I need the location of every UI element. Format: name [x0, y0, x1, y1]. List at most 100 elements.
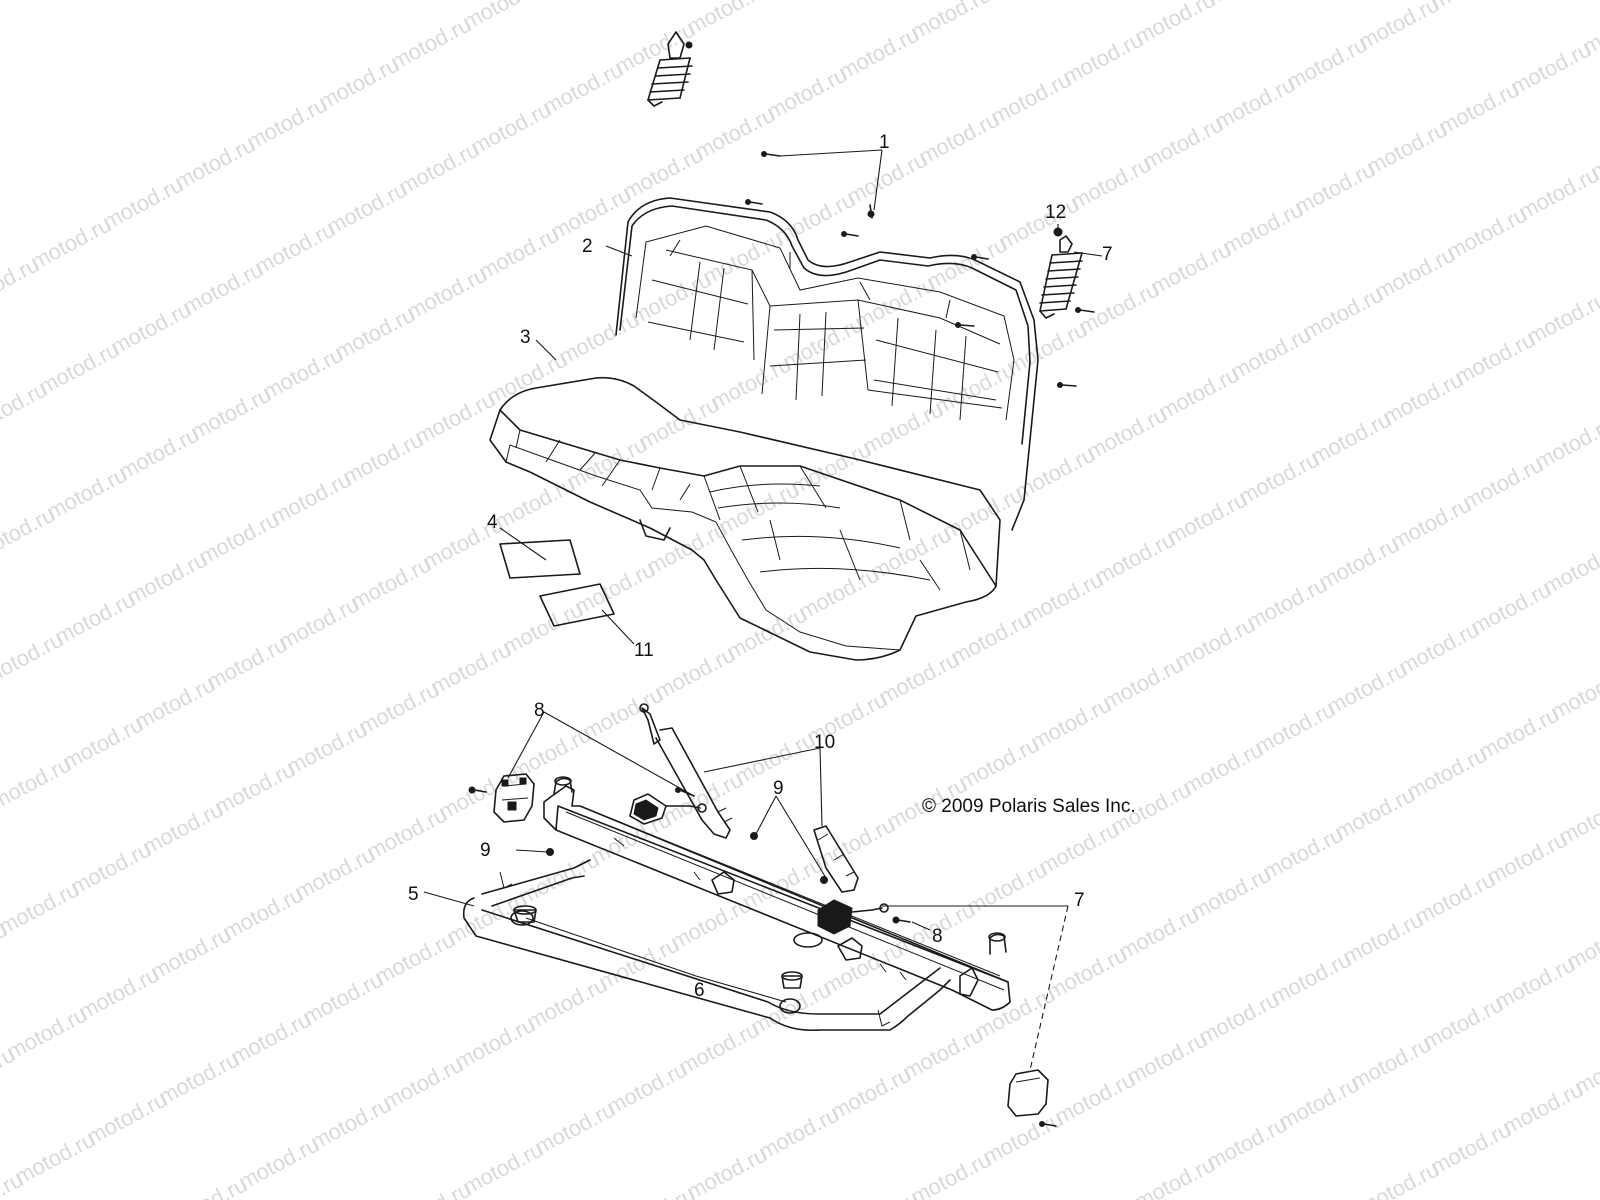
- watermark-text: motod.ru: [1355, 0, 1443, 54]
- watermark-text: motod.ru: [707, 352, 795, 415]
- watermark-text: motod.ru: [1395, 617, 1483, 680]
- watermark-text: motod.ru: [923, 232, 1011, 295]
- watermark-text: motod.ru: [1283, 32, 1371, 95]
- watermark-text: motod.ru: [235, 1132, 323, 1195]
- grommets: [513, 905, 803, 989]
- watermark-text: motod.ru: [771, 187, 859, 250]
- watermark-text: motod.ru: [827, 1062, 915, 1125]
- callout-2: 2: [582, 236, 593, 257]
- belt-buckle-left: [468, 773, 535, 823]
- watermark-text: motod.ru: [1331, 782, 1419, 845]
- watermark-text: motod.ru: [1163, 487, 1251, 550]
- watermark-text: motod.ru: [75, 962, 163, 1025]
- watermark-text: motod.ru: [1043, 942, 1131, 1005]
- watermark-text: motod.ru: [875, 647, 963, 710]
- watermark-text: motod.ru: [411, 387, 499, 450]
- watermark-text: motod.ru: [1523, 287, 1600, 350]
- watermark-text: motod.ru: [1251, 697, 1339, 760]
- watermark-text: motod.ru: [435, 762, 523, 825]
- callout-3: 3: [520, 327, 531, 348]
- callout-7-lower: 7: [1074, 890, 1085, 911]
- watermark-text: motod.ru: [1307, 407, 1395, 470]
- watermark-text: motod.ru: [347, 552, 435, 615]
- watermark-text: motod.ru: [203, 632, 291, 695]
- watermark-text: motod.ru: [1299, 282, 1387, 345]
- watermark-text: motod.ru: [635, 392, 723, 455]
- watermark-text: motod.ru: [555, 307, 643, 370]
- decal-11: [539, 583, 615, 627]
- watermark-text: motod.ru: [1243, 572, 1331, 635]
- watermark-text: motod.ru: [683, 0, 771, 39]
- callout-4: 4: [487, 512, 498, 533]
- watermark-text: motod.ru: [1099, 652, 1187, 715]
- watermark-text: motod.ru: [1003, 317, 1091, 380]
- watermark-text: motod.ru: [403, 262, 491, 325]
- callout-5: 5: [408, 884, 419, 905]
- watermark-text: motod.ru: [291, 842, 379, 905]
- watermark-text: motod.ru: [443, 887, 531, 950]
- watermark-text: motod.ru: [1443, 202, 1531, 265]
- watermark-text: motod.ru: [27, 212, 115, 275]
- watermark-text: motod.ru: [1091, 527, 1179, 590]
- watermark-text: motod.ru: [835, 22, 923, 85]
- watermark-text: motod.ru: [603, 1057, 691, 1120]
- watermark-text: motod.ru: [907, 0, 995, 44]
- watermark-text: motod.ru: [1363, 117, 1451, 180]
- watermark-text: motod.ru: [323, 177, 411, 240]
- watermark-text: motod.ru: [1115, 902, 1203, 965]
- watermark-text: motod.ru: [1203, 1112, 1291, 1175]
- watermark-text: motod.ru: [1083, 402, 1171, 465]
- watermark-text: motod.ru: [467, 97, 555, 160]
- watermark-text: motod.ru: [1427, 0, 1515, 14]
- watermark-text: motod.ru: [915, 107, 1003, 170]
- watermark-text: motod.ru: [251, 217, 339, 280]
- watermark-text: motod.ru: [1515, 162, 1600, 225]
- watermark-text: motod.ru: [1427, 1117, 1515, 1180]
- watermark-text: motod.ru: [1467, 577, 1555, 640]
- copyright-text: © 2009 Polaris Sales Inc.: [922, 796, 1136, 817]
- callout-6: 6: [694, 980, 705, 1001]
- watermark-text: motod.ru: [1555, 787, 1600, 850]
- spring-top: [647, 31, 693, 107]
- watermark-text: motod.ru: [531, 1097, 619, 1160]
- callout-8-right: 8: [932, 926, 943, 947]
- watermark-text: motod.ru: [1187, 862, 1275, 925]
- watermark-text: motod.ru: [843, 147, 931, 210]
- watermark-text: motod.ru: [1411, 867, 1499, 930]
- watermark-text: motod.ru: [955, 732, 1043, 795]
- watermark-text: motod.ru: [1211, 72, 1299, 135]
- watermark-text: motod.ru: [139, 797, 227, 860]
- watermark-text: motod.ru: [1347, 1032, 1435, 1095]
- watermark-text: motod.ru: [1291, 157, 1379, 220]
- watermark-text: motod.ru: [619, 142, 707, 205]
- watermark-text: motod.ru: [627, 267, 715, 330]
- watermark-text: motod.ru: [667, 892, 755, 955]
- callout-12: 12: [1045, 202, 1066, 223]
- watermark-text: motod.ru: [1235, 447, 1323, 510]
- watermark-text: motod.ru: [1403, 742, 1491, 805]
- watermark-text: motod.ru: [851, 272, 939, 335]
- watermark-text: motod.ru: [1547, 662, 1600, 725]
- callout-7-upper: 7: [1102, 244, 1113, 265]
- watermark-text: motod.ru: [579, 682, 667, 745]
- callout-10: 10: [814, 732, 835, 753]
- watermark-text: motod.ru: [1027, 692, 1115, 755]
- callout-9-left: 9: [480, 840, 491, 861]
- watermark-text: motod.ru: [195, 507, 283, 570]
- watermark-text: motod.ru: [35, 337, 123, 400]
- watermark-text: motod.ru: [1019, 567, 1107, 630]
- watermark-text: motod.ru: [1315, 532, 1403, 595]
- watermark-text: motod.ru: [547, 182, 635, 245]
- watermark-text: motod.ru: [331, 302, 419, 365]
- watermark-text: motod.ru: [939, 482, 1027, 545]
- watermark-text: motod.ru: [315, 52, 403, 115]
- watermark-text: motod.ru: [1219, 197, 1307, 260]
- watermark-text: motod.ru: [67, 837, 155, 900]
- watermark-text: motod.ru: [867, 522, 955, 585]
- watermark-text: motod.ru: [99, 172, 187, 235]
- watermark-text: motod.ru: [51, 587, 139, 650]
- watermark-text: motod.ru: [115, 422, 203, 485]
- watermark-text: motod.ru: [1203, 0, 1291, 9]
- watermark-text: motod.ru: [1275, 1072, 1363, 1135]
